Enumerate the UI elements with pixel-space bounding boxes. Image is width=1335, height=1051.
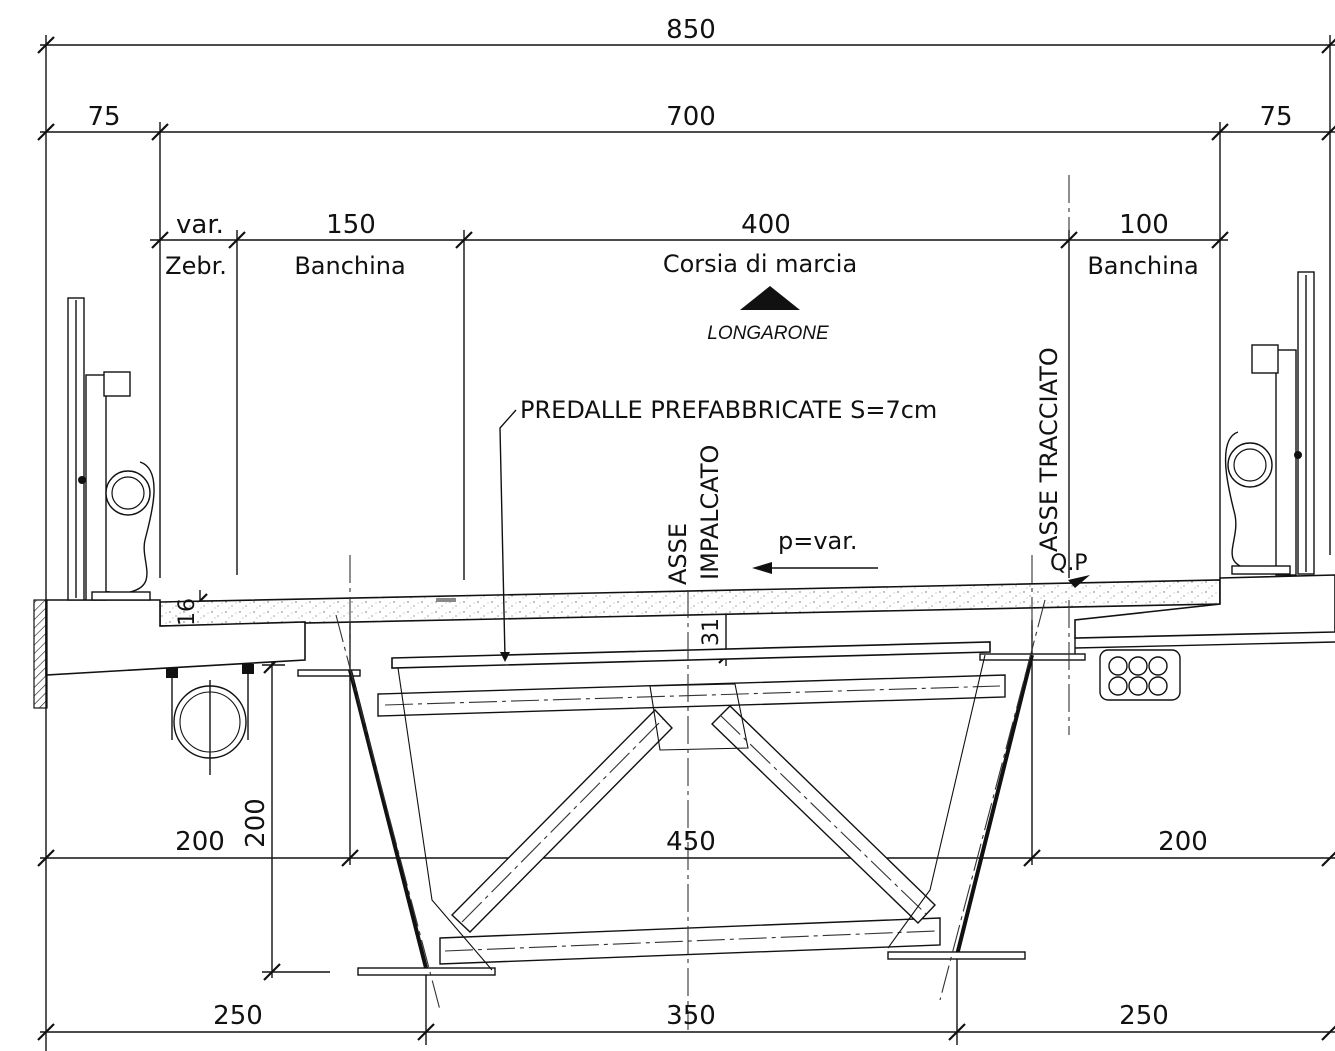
labels: Zebr. Banchina Corsia di marcia Banchina… <box>165 250 1199 585</box>
pipe-hanger <box>166 664 254 775</box>
dim-left-shoulder: 150 <box>326 210 376 240</box>
label-deck-axis-2: IMPALCATO <box>696 445 724 580</box>
dim-zebra: var. <box>176 210 224 240</box>
pivot-marker-icon <box>1068 575 1090 588</box>
dim-left-curb: 75 <box>87 102 120 132</box>
dim-right-curb: 75 <box>1259 102 1292 132</box>
cable-duct <box>1099 649 1181 701</box>
label-predalle: PREDALLE PREFABBRICATE S=7cm <box>520 396 937 424</box>
axes <box>349 555 1070 1030</box>
label-alignment-axis: ASSE TRACCIATO <box>1035 347 1063 552</box>
deck-slab <box>33 574 1335 709</box>
dim-right-cantilever: 200 <box>1158 827 1208 857</box>
dim-right-base: 250 <box>1119 1001 1169 1031</box>
label-zebra: Zebr. <box>165 252 227 280</box>
box-girder <box>335 599 1046 1011</box>
slope-arrow <box>752 562 878 574</box>
label-left-shoulder: Banchina <box>294 252 405 280</box>
label-pivot: Q.P <box>1050 551 1088 576</box>
label-deck-axis-1: ASSE <box>664 523 692 585</box>
dim-total: 850 <box>666 15 716 45</box>
label-slope: p=var. <box>778 527 858 555</box>
label-right-shoulder: Banchina <box>1087 252 1198 280</box>
left-guardrail <box>67 297 155 601</box>
dim-slab-edge: 16 <box>175 598 200 626</box>
dim-left-cantilever: 200 <box>175 827 225 857</box>
girder-marker-icon <box>740 286 800 310</box>
dim-lane: 400 <box>741 210 791 240</box>
predalle-leader <box>499 409 517 659</box>
label-girder: LONGARONE <box>707 323 829 344</box>
dim-left-base: 250 <box>213 1001 263 1031</box>
dim-right-shoulder: 100 <box>1119 210 1169 240</box>
dimension-values: 850 75 700 75 var. 150 400 100 450 200 2… <box>87 15 1292 1031</box>
dim-beam-height: 200 <box>241 798 271 848</box>
label-lane: Corsia di marcia <box>663 250 857 278</box>
right-guardrail <box>1224 271 1315 576</box>
dim-slab-axis: 31 <box>699 618 724 646</box>
dim-base-spacing: 350 <box>666 1001 716 1031</box>
dim-beam-spacing: 450 <box>666 827 716 857</box>
dim-carriageway: 700 <box>666 102 716 132</box>
